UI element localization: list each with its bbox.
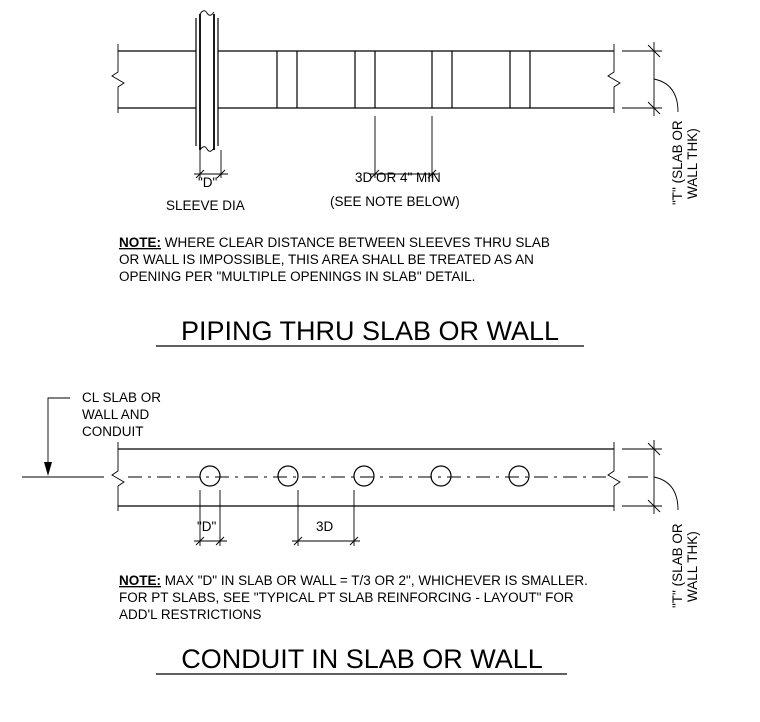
d-dimension: "D" [194, 490, 227, 546]
conduit-note: NOTE: MAX "D" IN SLAB OR WALL = T/3 OR 2… [119, 573, 588, 622]
cl-label: CL SLAB OR WALL AND CONDUIT [82, 390, 165, 439]
piping-detail: "D" SLEEVE DIA 3D OR 4" MIN (SEE NOTE BE… [111, 10, 700, 347]
spacing-dimension: 3D OR 4" MIN (SEE NOTE BELOW) [330, 116, 460, 209]
d-label: "D" [197, 519, 217, 534]
thickness-label: "T" (SLAB OR WALL THK) [670, 520, 700, 608]
svg-text:NOTE: WHERE CLEAR DISTANCE BET: NOTE: WHERE CLEAR DISTANCE BETWEEN SLEEV… [119, 235, 550, 250]
left-break-line [111, 44, 125, 113]
d-dimension: "D" SLEEVE DIA [166, 150, 245, 213]
sleeve-dia-label: SLEEVE DIA [166, 198, 245, 213]
sleeve-lines [276, 51, 531, 108]
cl-leader: CL SLAB OR WALL AND CONDUIT [44, 390, 165, 476]
right-break-line [607, 44, 621, 113]
thickness-dimension: "T" (SLAB OR WALL THK) [622, 440, 700, 608]
conduit-detail: CL SLAB OR WALL AND CONDUIT "D" [22, 390, 700, 675]
right-break-line [607, 442, 621, 511]
svg-text:PIPING THRU SLAB OR WALL: PIPING THRU SLAB OR WALL [181, 316, 559, 346]
thickness-label: "T" (SLAB OR WALL THK) [670, 117, 700, 205]
thickness-dimension: "T" (SLAB OR WALL THK) [622, 42, 700, 205]
conduits [199, 465, 530, 487]
spacing-label: 3D [316, 519, 334, 534]
pipe-sleeve [195, 10, 219, 152]
conduit-circle [508, 465, 530, 487]
svg-text:OPENING PER "MULTIPLE OPENINGS: OPENING PER "MULTIPLE OPENINGS IN SLAB" … [119, 269, 475, 284]
svg-text:NOTE: MAX "D" IN SLAB OR WALL: NOTE: MAX "D" IN SLAB OR WALL = T/3 OR 2… [119, 573, 588, 588]
spacing-note-ref: (SEE NOTE BELOW) [330, 194, 460, 209]
svg-text:ADD'L RESTRICTIONS: ADD'L RESTRICTIONS [119, 607, 261, 622]
conduit-circle [277, 465, 299, 487]
svg-text:OR WALL IS IMPOSSIBLE, THIS AR: OR WALL IS IMPOSSIBLE, THIS AREA SHALL B… [119, 252, 534, 267]
svg-text:FOR PT SLABS, SEE "TYPICAL PT: FOR PT SLABS, SEE "TYPICAL PT SLAB REINF… [119, 590, 574, 605]
spacing-dimension: 3D [292, 490, 360, 546]
d-label: "D" [198, 175, 218, 190]
conduit-circle [353, 465, 375, 487]
piping-title: PIPING THRU SLAB OR WALL [156, 316, 584, 347]
piping-note: NOTE: WHERE CLEAR DISTANCE BETWEEN SLEEV… [119, 235, 550, 284]
conduit-title: CONDUIT IN SLAB OR WALL [156, 644, 567, 675]
conduit-circle [430, 465, 452, 487]
left-break-line [111, 442, 125, 511]
conduit-circle [199, 465, 221, 487]
spacing-label: 3D OR 4" MIN [355, 170, 441, 185]
svg-text:CONDUIT IN SLAB OR WALL: CONDUIT IN SLAB OR WALL [181, 644, 543, 674]
